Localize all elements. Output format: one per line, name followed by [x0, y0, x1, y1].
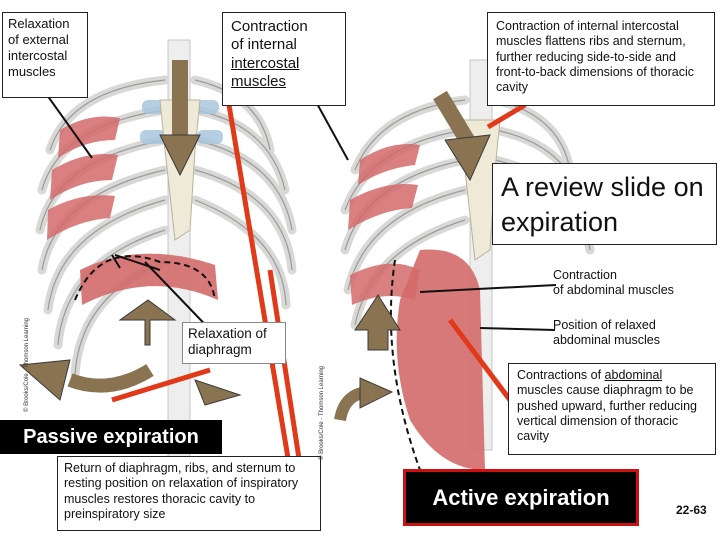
label-return-to-resting: Return of diaphragm, ribs, and sternum t… — [57, 456, 321, 531]
internal-title-line-2: of internal — [231, 36, 297, 54]
label-contraction-internal-intercostal: Contraction of internal intercostal musc… — [222, 12, 346, 106]
label-abdominal-diaphragm-effect: Contractions of abdominal muscles cause … — [508, 363, 716, 455]
internal-title-line-4: muscles — [231, 72, 287, 90]
active-rib-cage — [334, 59, 595, 471]
label-relaxed-abdominal-position: Position of relaxed abdominal muscles — [553, 318, 660, 348]
passive-rib-cage — [18, 39, 297, 461]
label-contraction-abdominal: Contraction of abdominal muscles — [553, 268, 674, 298]
credit-active: © Brooks/Cole - Thomson Learning — [319, 365, 325, 460]
internal-title-line-1: Contraction — [231, 18, 308, 35]
label-relaxation-diaphragm: Relaxation of diaphragm — [182, 322, 286, 364]
active-expiration-banner: Active expiration — [403, 469, 639, 526]
label-relaxation-external-intercostal: Relaxation of external intercostal muscl… — [2, 12, 88, 98]
red-pointer-lines — [111, 102, 527, 471]
slide-number: 22-63 — [676, 503, 707, 517]
internal-title-line-3: intercostal — [231, 54, 300, 72]
review-slide-title: A review slide on expiration — [492, 163, 717, 245]
label-internal-intercostal-effect: Contraction of internal intercostal musc… — [487, 12, 715, 106]
passive-expiration-banner: Passive expiration — [0, 420, 222, 454]
credit-passive: © Brooks/Cole - Thomson Learning — [24, 317, 30, 412]
